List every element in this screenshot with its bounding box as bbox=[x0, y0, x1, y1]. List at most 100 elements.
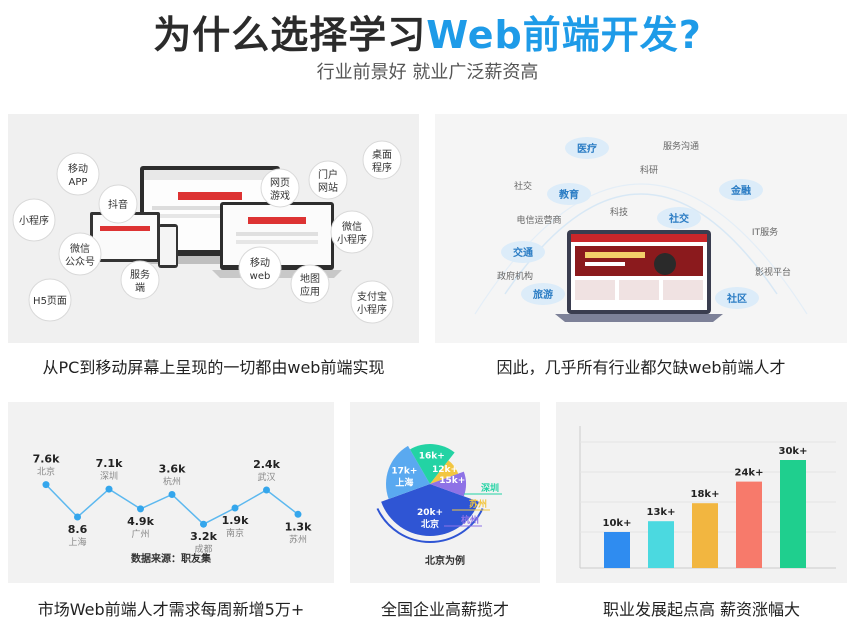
bubble-label-line1: 支付宝 bbox=[357, 290, 387, 303]
growth-bar-chart: 10k+13k+18k+24k+30k+ bbox=[579, 426, 836, 569]
bubble-circle bbox=[260, 168, 300, 208]
demand-value-label: 3.6k bbox=[159, 463, 186, 476]
demand-value-label: 8.6 bbox=[68, 523, 88, 536]
industry-tag: 政府机构 bbox=[497, 270, 533, 282]
industry-tag: 影视平台 bbox=[755, 266, 791, 278]
tag-pill bbox=[657, 207, 701, 229]
demand-point bbox=[294, 510, 302, 518]
industry-tag: 教育 bbox=[547, 183, 591, 205]
demand-city-label: 深圳 bbox=[100, 471, 118, 482]
bubble-label-line2: 小程序 bbox=[337, 233, 367, 246]
tag-pill bbox=[715, 287, 759, 309]
growth-caption: 职业发展起点高 薪资涨幅大 bbox=[602, 600, 801, 619]
slice-city-label: 杭州 bbox=[461, 514, 479, 526]
tag-label: 科技 bbox=[610, 206, 628, 218]
tag-label: 社交 bbox=[668, 212, 689, 225]
salary-caption: 全国企业高薪揽才 bbox=[380, 600, 509, 619]
demand-value-label: 2.4k bbox=[253, 458, 280, 471]
growth-bar-panel: 10k+13k+18k+24k+30k+ bbox=[556, 402, 847, 583]
tag-label: 科研 bbox=[640, 164, 658, 176]
bubble-label-line2: 应用 bbox=[300, 285, 320, 298]
tag-label: 医疗 bbox=[577, 142, 597, 155]
bubble-label-line1: 移动 bbox=[250, 256, 270, 269]
bubble-label-line2: 小程序 bbox=[357, 303, 387, 316]
platform-bubble: 小程序 bbox=[12, 198, 56, 242]
bubble-label-line2: 网站 bbox=[318, 181, 338, 194]
bar-value-label: 24k+ bbox=[735, 468, 764, 479]
bubble-label-line2: 端 bbox=[135, 281, 145, 294]
demand-point bbox=[137, 505, 144, 513]
industry-tag: 社交 bbox=[657, 207, 701, 229]
page-title: 为什么选择学习Web前端开发? bbox=[153, 13, 702, 57]
bubble-label-line1: 服务 bbox=[130, 268, 150, 281]
bubble-label-line2: 程序 bbox=[372, 161, 392, 174]
demand-value-label: 7.1k bbox=[96, 457, 123, 470]
bubble-circle bbox=[330, 210, 374, 254]
tag-label: 影视平台 bbox=[755, 266, 791, 278]
demand-city-label: 北京 bbox=[37, 466, 55, 478]
data-source-label: 数据来源：职友集 bbox=[131, 552, 212, 565]
demand-point bbox=[200, 520, 207, 528]
slice-city-label: 上海 bbox=[395, 477, 413, 489]
tag-pill bbox=[521, 283, 565, 305]
tag-label: IT服务 bbox=[752, 226, 778, 238]
highlight-arc bbox=[376, 508, 484, 543]
demand-value-label: 1.3k bbox=[285, 520, 312, 533]
bar-value-label: 30k+ bbox=[779, 446, 808, 457]
tag-pill bbox=[719, 179, 763, 201]
bubble-label-line1: 微信 bbox=[70, 242, 90, 255]
industry-tag: 电信运营商 bbox=[516, 214, 561, 226]
salary-slice bbox=[386, 445, 430, 500]
salary-slice bbox=[430, 460, 459, 484]
bubble-label-line1: 移动 bbox=[68, 162, 88, 175]
demand-series-line bbox=[45, 484, 299, 526]
salary-bar bbox=[780, 460, 806, 568]
demand-line-chart: 数据来源：职友集 7.6k北京8.6上海7.1k深圳4.9k广州3.6k杭州3.… bbox=[33, 453, 312, 565]
devices-illustration bbox=[90, 166, 342, 278]
industry-tag: 服务沟通 bbox=[663, 140, 699, 152]
platform-bubble: 服务端 bbox=[120, 260, 160, 300]
bubble-label-line2: 游戏 bbox=[270, 189, 290, 202]
demand-point bbox=[74, 513, 81, 521]
industry-tag: IT服务 bbox=[752, 226, 778, 238]
bubble-label-line1: 网页 bbox=[270, 177, 290, 189]
bubble-label-line2: 公众号 bbox=[65, 256, 95, 268]
bubble-circle bbox=[308, 160, 348, 200]
tag-pill bbox=[547, 183, 591, 205]
slice-value-label: 15k+ bbox=[439, 476, 465, 486]
demand-city-label: 南京 bbox=[226, 527, 244, 539]
bar-value-label: 10k+ bbox=[603, 518, 632, 529]
bubble-circle bbox=[98, 184, 138, 224]
slice-value-label: 12k+ bbox=[432, 465, 458, 475]
bar-value-label: 13k+ bbox=[647, 507, 676, 518]
tag-label: 金融 bbox=[730, 184, 751, 197]
bubble-label: 小程序 bbox=[19, 214, 49, 227]
industry-tag: 医疗 bbox=[565, 137, 609, 159]
bubble-circle bbox=[12, 198, 56, 242]
salary-bar bbox=[736, 481, 762, 568]
slice-city-label: 深圳 bbox=[481, 482, 499, 494]
demand-caption: 市场Web前端人才需求每周新增5万+ bbox=[37, 600, 305, 619]
bubble-circle bbox=[28, 278, 72, 322]
industry-tag: 科研 bbox=[640, 164, 658, 176]
platform-bubble: 抖音 bbox=[98, 184, 138, 224]
bubble-label-line1: 桌面 bbox=[372, 148, 392, 161]
salary-bar bbox=[692, 503, 718, 568]
platforms-caption: 从PC到移动屏幕上呈现的一切都由web前端实现 bbox=[42, 358, 385, 377]
tag-label: 交通 bbox=[513, 246, 533, 259]
demand-value-label: 3.2k bbox=[190, 530, 217, 543]
bubble-circle bbox=[290, 264, 330, 304]
demand-point bbox=[42, 481, 50, 489]
laptop-illustration bbox=[555, 230, 723, 322]
industries-caption: 因此，几乎所有行业都欠缺web前端人才 bbox=[496, 358, 786, 377]
tag-label: 教育 bbox=[558, 188, 579, 201]
